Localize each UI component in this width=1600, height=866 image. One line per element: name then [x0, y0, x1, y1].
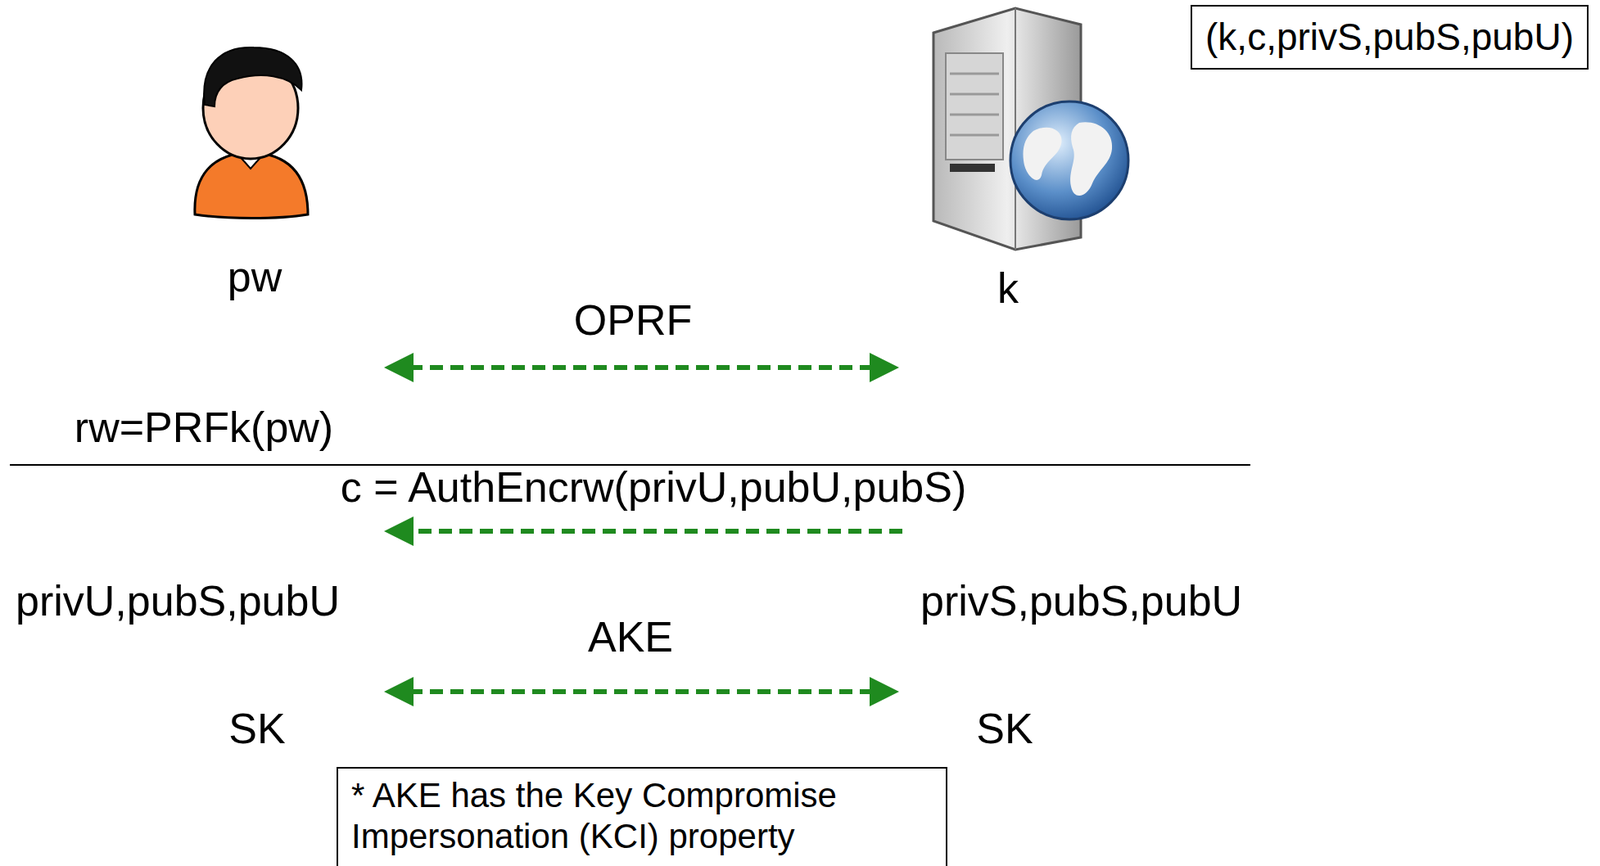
server-icon [933, 8, 1129, 250]
session-key-label: SK [976, 705, 1033, 755]
note-box-text: * AKE has the Key Compromise Impersonati… [351, 775, 933, 859]
user-icon [194, 47, 308, 219]
user-label-text: pw [227, 251, 282, 303]
envelope-label: c = AuthEncrw(privU,pubU,pubS) [340, 463, 967, 513]
server-storage-box: (k,c,privS,pubS,pubU) [1190, 4, 1589, 70]
server-keys-label: privS,pubS,pubU [920, 577, 1243, 627]
protocol-step-label: AKE [587, 613, 674, 663]
ake-arrow [388, 689, 895, 695]
oprf-arrow [388, 365, 895, 371]
server-label-text: k [997, 262, 1019, 314]
note-box: * AKE has the Key Compromise Impersonati… [336, 767, 948, 866]
envelope-arrow [388, 528, 903, 534]
server-label: k [997, 262, 1019, 314]
server-storage-box-text: (k,c,privS,pubS,pubU) [1205, 14, 1574, 60]
derived-key-label: rw=PRFk(pw) [74, 403, 334, 453]
session-key-label: SK [228, 705, 285, 755]
user-keys-label: privU,pubS,pubU [15, 577, 340, 627]
user-label: pw [227, 251, 282, 303]
protocol-step-label: OPRF [574, 296, 692, 346]
